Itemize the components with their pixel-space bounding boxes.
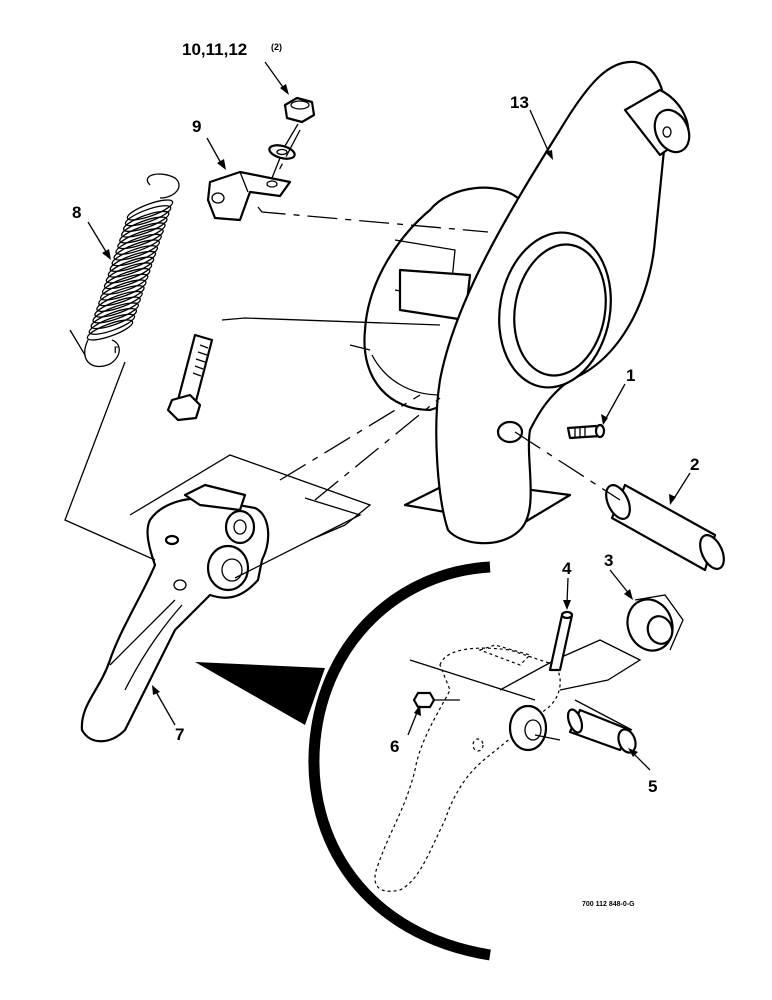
callout-labels: 13 10,11,12 (2) 9 8 1 2 3 4 5 6 7 700 11…	[72, 40, 699, 908]
part-2-pin	[605, 483, 725, 572]
spring-coil	[101, 273, 149, 295]
spring-coil	[94, 296, 141, 318]
callout-3: 3	[604, 551, 613, 570]
spring-coil	[103, 267, 151, 290]
spring-coil	[121, 216, 168, 238]
part-9-bracket	[206, 170, 292, 222]
svg-text:Γ: Γ	[114, 345, 120, 355]
drawing-number: 700 112 848-0-G	[582, 901, 635, 908]
assembly-lines	[64, 129, 621, 579]
spring-coil	[92, 302, 139, 324]
part-8-spring: Γ	[84, 173, 180, 368]
spring-coil	[113, 239, 160, 261]
spring-coil	[105, 262, 153, 284]
spring-coil	[90, 307, 138, 330]
callout-8: 8	[72, 203, 81, 222]
spring-coil	[109, 250, 157, 273]
spring-coil	[119, 222, 166, 244]
part-13-arm	[363, 60, 691, 545]
callout-2: 2	[690, 455, 699, 474]
leader-lines	[87, 61, 691, 771]
callout-7: 7	[175, 725, 184, 744]
spring-coil	[124, 205, 172, 227]
callout-5: 5	[648, 777, 657, 796]
spring-coil	[98, 285, 145, 307]
part-10-11-12-nut-washer	[268, 96, 316, 179]
callout-10-11-12-qty: (2)	[271, 42, 282, 52]
spring-coil	[122, 210, 170, 233]
cap-screw	[166, 333, 214, 422]
detail-inset	[195, 561, 491, 961]
spring-coil	[117, 227, 164, 250]
spring-coil	[115, 233, 162, 255]
spring-coil	[100, 279, 147, 301]
part-7-lever	[80, 483, 270, 743]
spring-coil	[88, 313, 136, 335]
callout-9: 9	[192, 117, 201, 136]
callout-4: 4	[562, 559, 572, 578]
callout-1: 1	[626, 366, 635, 385]
spring-coil	[126, 199, 174, 221]
spring-coil	[111, 245, 159, 267]
callout-13: 13	[510, 93, 529, 112]
callout-6: 6	[390, 737, 399, 756]
callout-10-11-12: 10,11,12	[182, 40, 247, 59]
spring-coil	[86, 319, 134, 341]
part-1-bolt	[566, 423, 606, 440]
spring-coil	[107, 256, 155, 278]
spring-coil	[96, 290, 143, 313]
detail-assembly	[374, 594, 684, 892]
